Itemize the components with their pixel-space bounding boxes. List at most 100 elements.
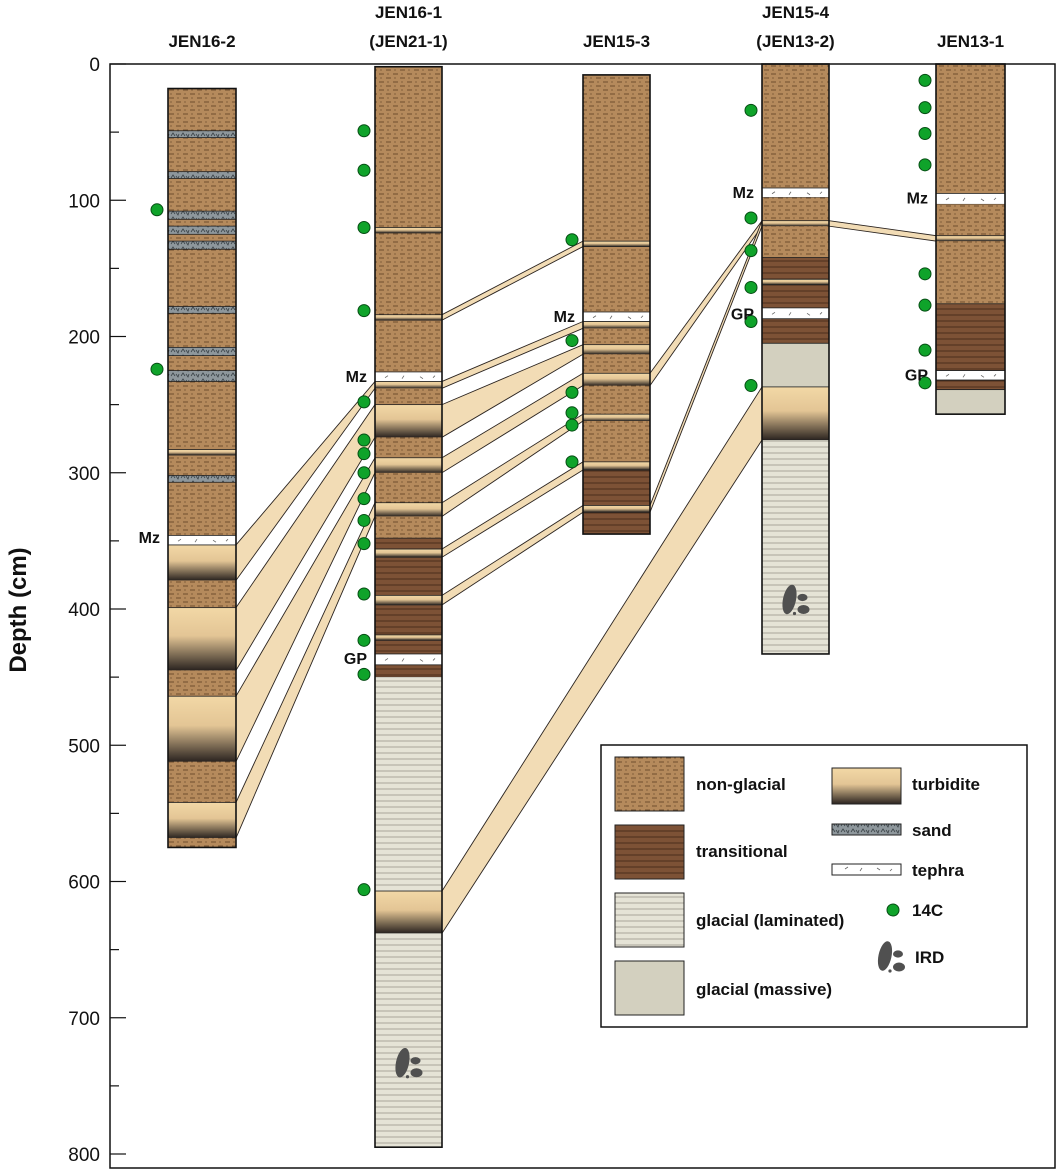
unit-non-glacial xyxy=(168,761,236,803)
legend-label-tephra: tephra xyxy=(912,861,965,880)
unit-transitional xyxy=(374,664,443,678)
c14-sample-dot xyxy=(744,211,758,225)
unit-transitional xyxy=(374,604,443,636)
c14-sample-dot xyxy=(918,267,932,281)
legend-label-glacial-massive: glacial (massive) xyxy=(696,980,832,999)
unit-turbidite xyxy=(374,502,443,517)
unit-turbidite xyxy=(582,344,651,355)
c14-sample-layer xyxy=(150,73,932,897)
unit-non-glacial xyxy=(583,328,650,345)
c14-sample-dot xyxy=(565,385,579,399)
legend-swatch-glacial-massive xyxy=(614,960,685,1016)
c14-sample-dot xyxy=(357,221,371,234)
horizon-marker-gp: GP xyxy=(731,306,754,323)
unit-thin-turbidite xyxy=(935,235,1006,242)
unit-glacial-laminated xyxy=(375,677,442,892)
unit-transitional xyxy=(374,537,443,550)
c14-sample-dot xyxy=(744,315,758,329)
unit-turbidite xyxy=(167,695,237,763)
c14-sample-dot xyxy=(357,447,371,461)
unit-turbidite xyxy=(167,607,237,671)
unit-non-glacial xyxy=(168,670,236,697)
unit-turbidite xyxy=(374,594,443,606)
tephra-shards xyxy=(945,197,997,202)
unit-thin-turbidite xyxy=(167,449,237,456)
tick-label: 400 xyxy=(68,600,100,621)
horizon-marker-mz: Mz xyxy=(907,191,928,208)
unit-tephra xyxy=(761,187,830,198)
core-headers: MzJEN16-2MzGPJEN16-1(JEN21-1)MzJEN15-3Mz… xyxy=(139,3,1004,668)
legend-swatch-transitional xyxy=(614,824,685,880)
core-name: JEN16-2 xyxy=(168,32,235,51)
c14-sample-dot xyxy=(744,103,758,117)
unit-non-glacial xyxy=(936,241,1005,304)
core-name: JEN16-1 xyxy=(375,3,442,22)
unit-non-glacial xyxy=(375,437,442,458)
legend-swatch-turbidite xyxy=(831,767,902,805)
c14-sample-dot xyxy=(357,537,371,551)
unit-transitional xyxy=(935,303,1006,371)
tick-label: 500 xyxy=(68,736,100,757)
unit-non-glacial xyxy=(762,197,829,221)
c14-sample-dot xyxy=(357,667,371,681)
unit-transitional xyxy=(582,469,651,506)
c14-sample-dot xyxy=(565,455,579,469)
tick-label: 300 xyxy=(68,464,100,485)
tephra-shards xyxy=(384,658,436,662)
unit-thin-turbidite xyxy=(374,314,443,321)
unit-transitional xyxy=(761,284,830,309)
core-outline xyxy=(167,87,237,849)
horizon-marker-gp: GP xyxy=(344,651,367,668)
c14-sample-dot xyxy=(918,101,932,115)
tephra-shards xyxy=(384,375,436,380)
unit-non-glacial xyxy=(583,420,650,462)
legend-swatch-tephra xyxy=(831,863,902,876)
tick-label: 100 xyxy=(68,191,100,212)
c14-sample-dot xyxy=(565,406,579,420)
ird-icon xyxy=(782,584,810,616)
tick-label: 800 xyxy=(68,1145,100,1166)
unit-tephra xyxy=(167,535,237,546)
c14-sample-dot xyxy=(357,163,371,177)
unit-non-glacial xyxy=(375,388,442,405)
unit-tephra xyxy=(761,307,830,320)
unit-turbidite xyxy=(374,404,443,438)
unit-sand xyxy=(167,240,237,250)
c14-sample-dot xyxy=(357,433,371,447)
c14-sample-dot xyxy=(918,126,932,140)
unit-glacial-massive xyxy=(935,389,1006,415)
unit-thin-turbidite xyxy=(582,321,651,329)
tick-label: 200 xyxy=(68,328,100,349)
unit-sand xyxy=(167,130,237,138)
c14-sample-dot xyxy=(918,376,932,390)
legend-label-transitional: transitional xyxy=(696,842,788,861)
unit-turbidite xyxy=(167,544,237,581)
c14-sample-dot xyxy=(357,587,371,601)
unit-sand xyxy=(167,346,237,356)
c14-sample-dot xyxy=(918,158,932,172)
core-alt-name: (JEN13-2) xyxy=(756,32,834,51)
unit-transitional xyxy=(582,511,651,535)
horizon-marker-mz: Mz xyxy=(346,369,367,386)
unit-non-glacial xyxy=(375,66,442,372)
c14-sample-dot xyxy=(744,280,758,294)
horizon-marker-mz: Mz xyxy=(139,530,160,547)
tick-label: 700 xyxy=(68,1009,100,1030)
core-name: JEN13-1 xyxy=(937,32,1004,51)
legend-tephra-shards xyxy=(844,866,893,872)
c14-sample-dot xyxy=(357,633,371,647)
legend-label-non-glacial: non-glacial xyxy=(696,775,786,794)
c14-sample-dot xyxy=(918,73,932,87)
c14-sample-dot xyxy=(918,298,932,312)
unit-transitional xyxy=(374,639,443,655)
legend-label-c14: 14C xyxy=(912,901,943,920)
correlation-band xyxy=(649,219,763,387)
unit-transitional xyxy=(935,379,1006,391)
correlation-band xyxy=(649,220,763,513)
unit-thin-turbidite xyxy=(374,227,443,234)
c14-sample-dot xyxy=(357,395,371,409)
unit-thin-turbidite xyxy=(582,240,651,247)
horizon-marker-gp: GP xyxy=(905,368,928,385)
unit-non-glacial xyxy=(583,74,650,312)
